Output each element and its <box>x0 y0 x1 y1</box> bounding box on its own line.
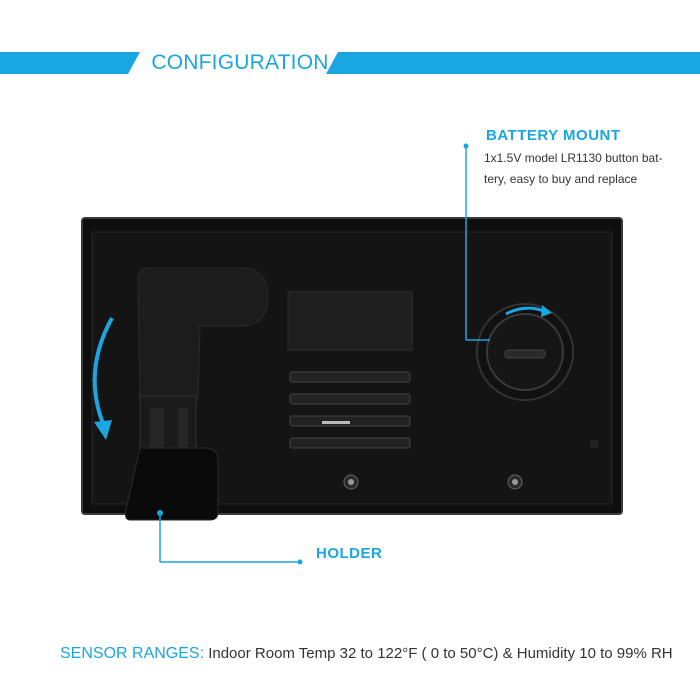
sensor-ranges: SENSOR RANGES: Indoor Room Temp 32 to 12… <box>60 645 673 663</box>
holder-foot <box>125 447 219 521</box>
battery-desc-line-1: 1x1.5V model LR1130 button bat- <box>484 151 663 165</box>
battery-mount-title: BATTERY MOUNT <box>486 127 621 144</box>
rotate-arrow-icon <box>505 305 552 317</box>
curved-arrow-icon <box>92 317 114 440</box>
battery-compartment <box>476 303 574 401</box>
sensor-ranges-text: Indoor Room Temp 32 to 122°F ( 0 to 50°C… <box>208 645 673 662</box>
holder-stand <box>137 267 269 401</box>
battery-desc-line-2: tery, easy to buy and replace <box>484 172 638 186</box>
battery-mount-description: 1x1.5V model LR1130 button bat- tery, ea… <box>484 148 684 190</box>
vent-panel <box>287 291 413 351</box>
holder-title: HOLDER <box>316 545 383 562</box>
battery-callout-line <box>463 143 490 341</box>
holder-callout-line <box>157 510 303 565</box>
page-title: CONFIGURATION <box>151 51 329 74</box>
sensor-ranges-label: SENSOR RANGES: <box>60 645 205 662</box>
